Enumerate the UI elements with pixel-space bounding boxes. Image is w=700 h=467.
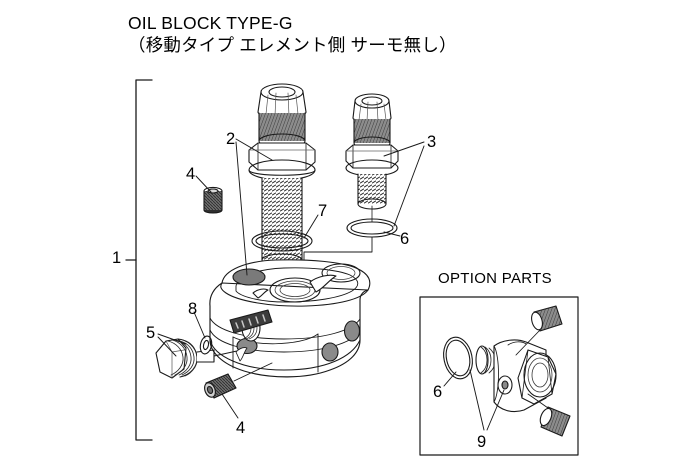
leader-lines-option: [443, 369, 505, 431]
part-small-an-fitting: [345, 93, 399, 223]
part-sealing-washer: [199, 335, 213, 355]
option-plug-lower: [527, 393, 571, 437]
leader-lines-main: [157, 138, 425, 419]
part-blanking-plug-upper: [203, 186, 223, 214]
brand-label-plate: [229, 309, 273, 334]
callout-item-3: 3: [427, 133, 437, 151]
option-o-ring: [443, 336, 473, 380]
assembly-bracket: [125, 79, 153, 441]
callout-item-4-upper: 4: [186, 165, 196, 183]
option-parts-heading: OPTION PARTS: [438, 270, 552, 287]
diagram-title-block: OIL BLOCK TYPE-G （移動タイプ エレメント側 サーモ無し）: [128, 12, 548, 57]
part-threaded-adapter: [155, 338, 247, 379]
callout-item-1: 1: [112, 249, 122, 267]
title-line-english: OIL BLOCK TYPE-G: [128, 13, 293, 33]
part-blanking-plug-lower: [204, 362, 273, 399]
option-parts-box: [419, 296, 579, 456]
part-large-an-fitting: [248, 83, 316, 301]
part-o-ring-large: [251, 230, 313, 252]
callout-item-2: 2: [226, 130, 236, 148]
title-line-japanese: （移動タイプ エレメント側 サーモ無し）: [128, 35, 457, 56]
callout-item-4-lower: 4: [236, 419, 246, 437]
option-plug-upper: [515, 305, 563, 356]
callout-item-6-option: 6: [433, 383, 443, 401]
callout-item-7: 7: [318, 202, 328, 220]
callout-item-9: 9: [477, 433, 487, 451]
callout-item-6-main: 6: [400, 230, 410, 248]
part-o-ring-small-main: [346, 218, 398, 238]
part-oil-block-body: [209, 259, 371, 378]
option-sensor-adapter: [475, 339, 557, 413]
callout-item-5: 5: [146, 324, 156, 342]
callout-item-8: 8: [188, 300, 198, 318]
